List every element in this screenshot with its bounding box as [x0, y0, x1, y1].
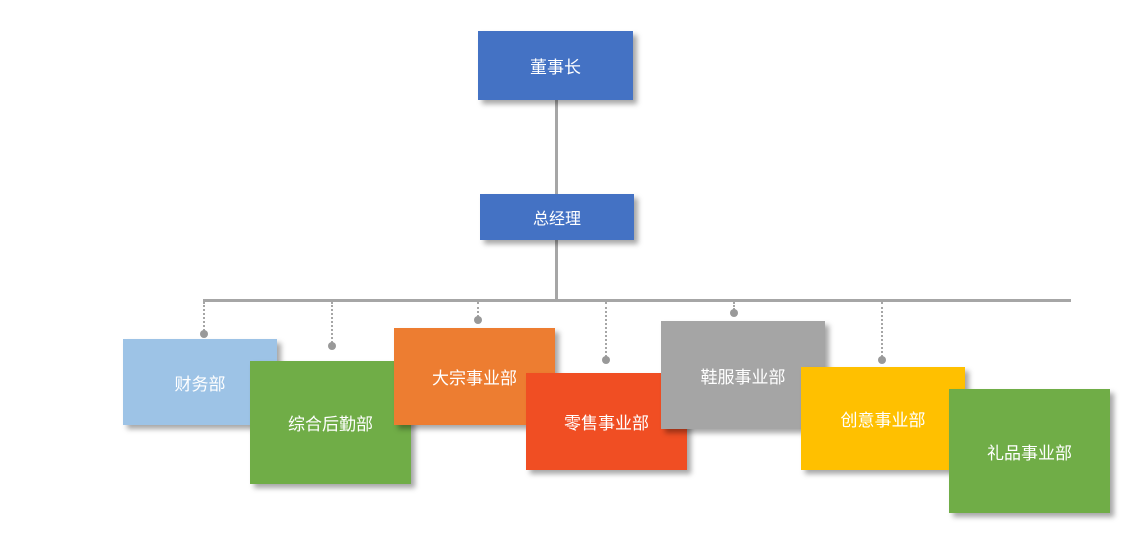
- connector-dot: [200, 330, 208, 338]
- connector-dot: [602, 356, 610, 364]
- connector-creative: [881, 302, 883, 357]
- connector-retail: [605, 302, 607, 357]
- connector-dot: [328, 342, 336, 350]
- connector-bulk: [477, 302, 479, 317]
- connector-chairman-gm: [555, 100, 558, 194]
- connector-apparel: [733, 302, 735, 310]
- connector-dot: [474, 316, 482, 324]
- general-manager-node: 总经理: [480, 194, 634, 240]
- department-gifts: 礼品事业部: [949, 389, 1110, 513]
- department-apparel: 鞋服事业部: [661, 321, 825, 429]
- connector-logistics: [331, 302, 333, 343]
- connector-dot: [878, 356, 886, 364]
- department-retail: 零售事业部: [526, 373, 687, 470]
- connector-dot: [730, 309, 738, 317]
- connector-gm-bus: [555, 240, 558, 300]
- connector-finance: [203, 302, 205, 331]
- department-bus-line: [203, 299, 1071, 302]
- department-logistics: 综合后勤部: [250, 361, 411, 484]
- department-creative: 创意事业部: [801, 367, 965, 470]
- chairman-node: 董事长: [478, 31, 633, 100]
